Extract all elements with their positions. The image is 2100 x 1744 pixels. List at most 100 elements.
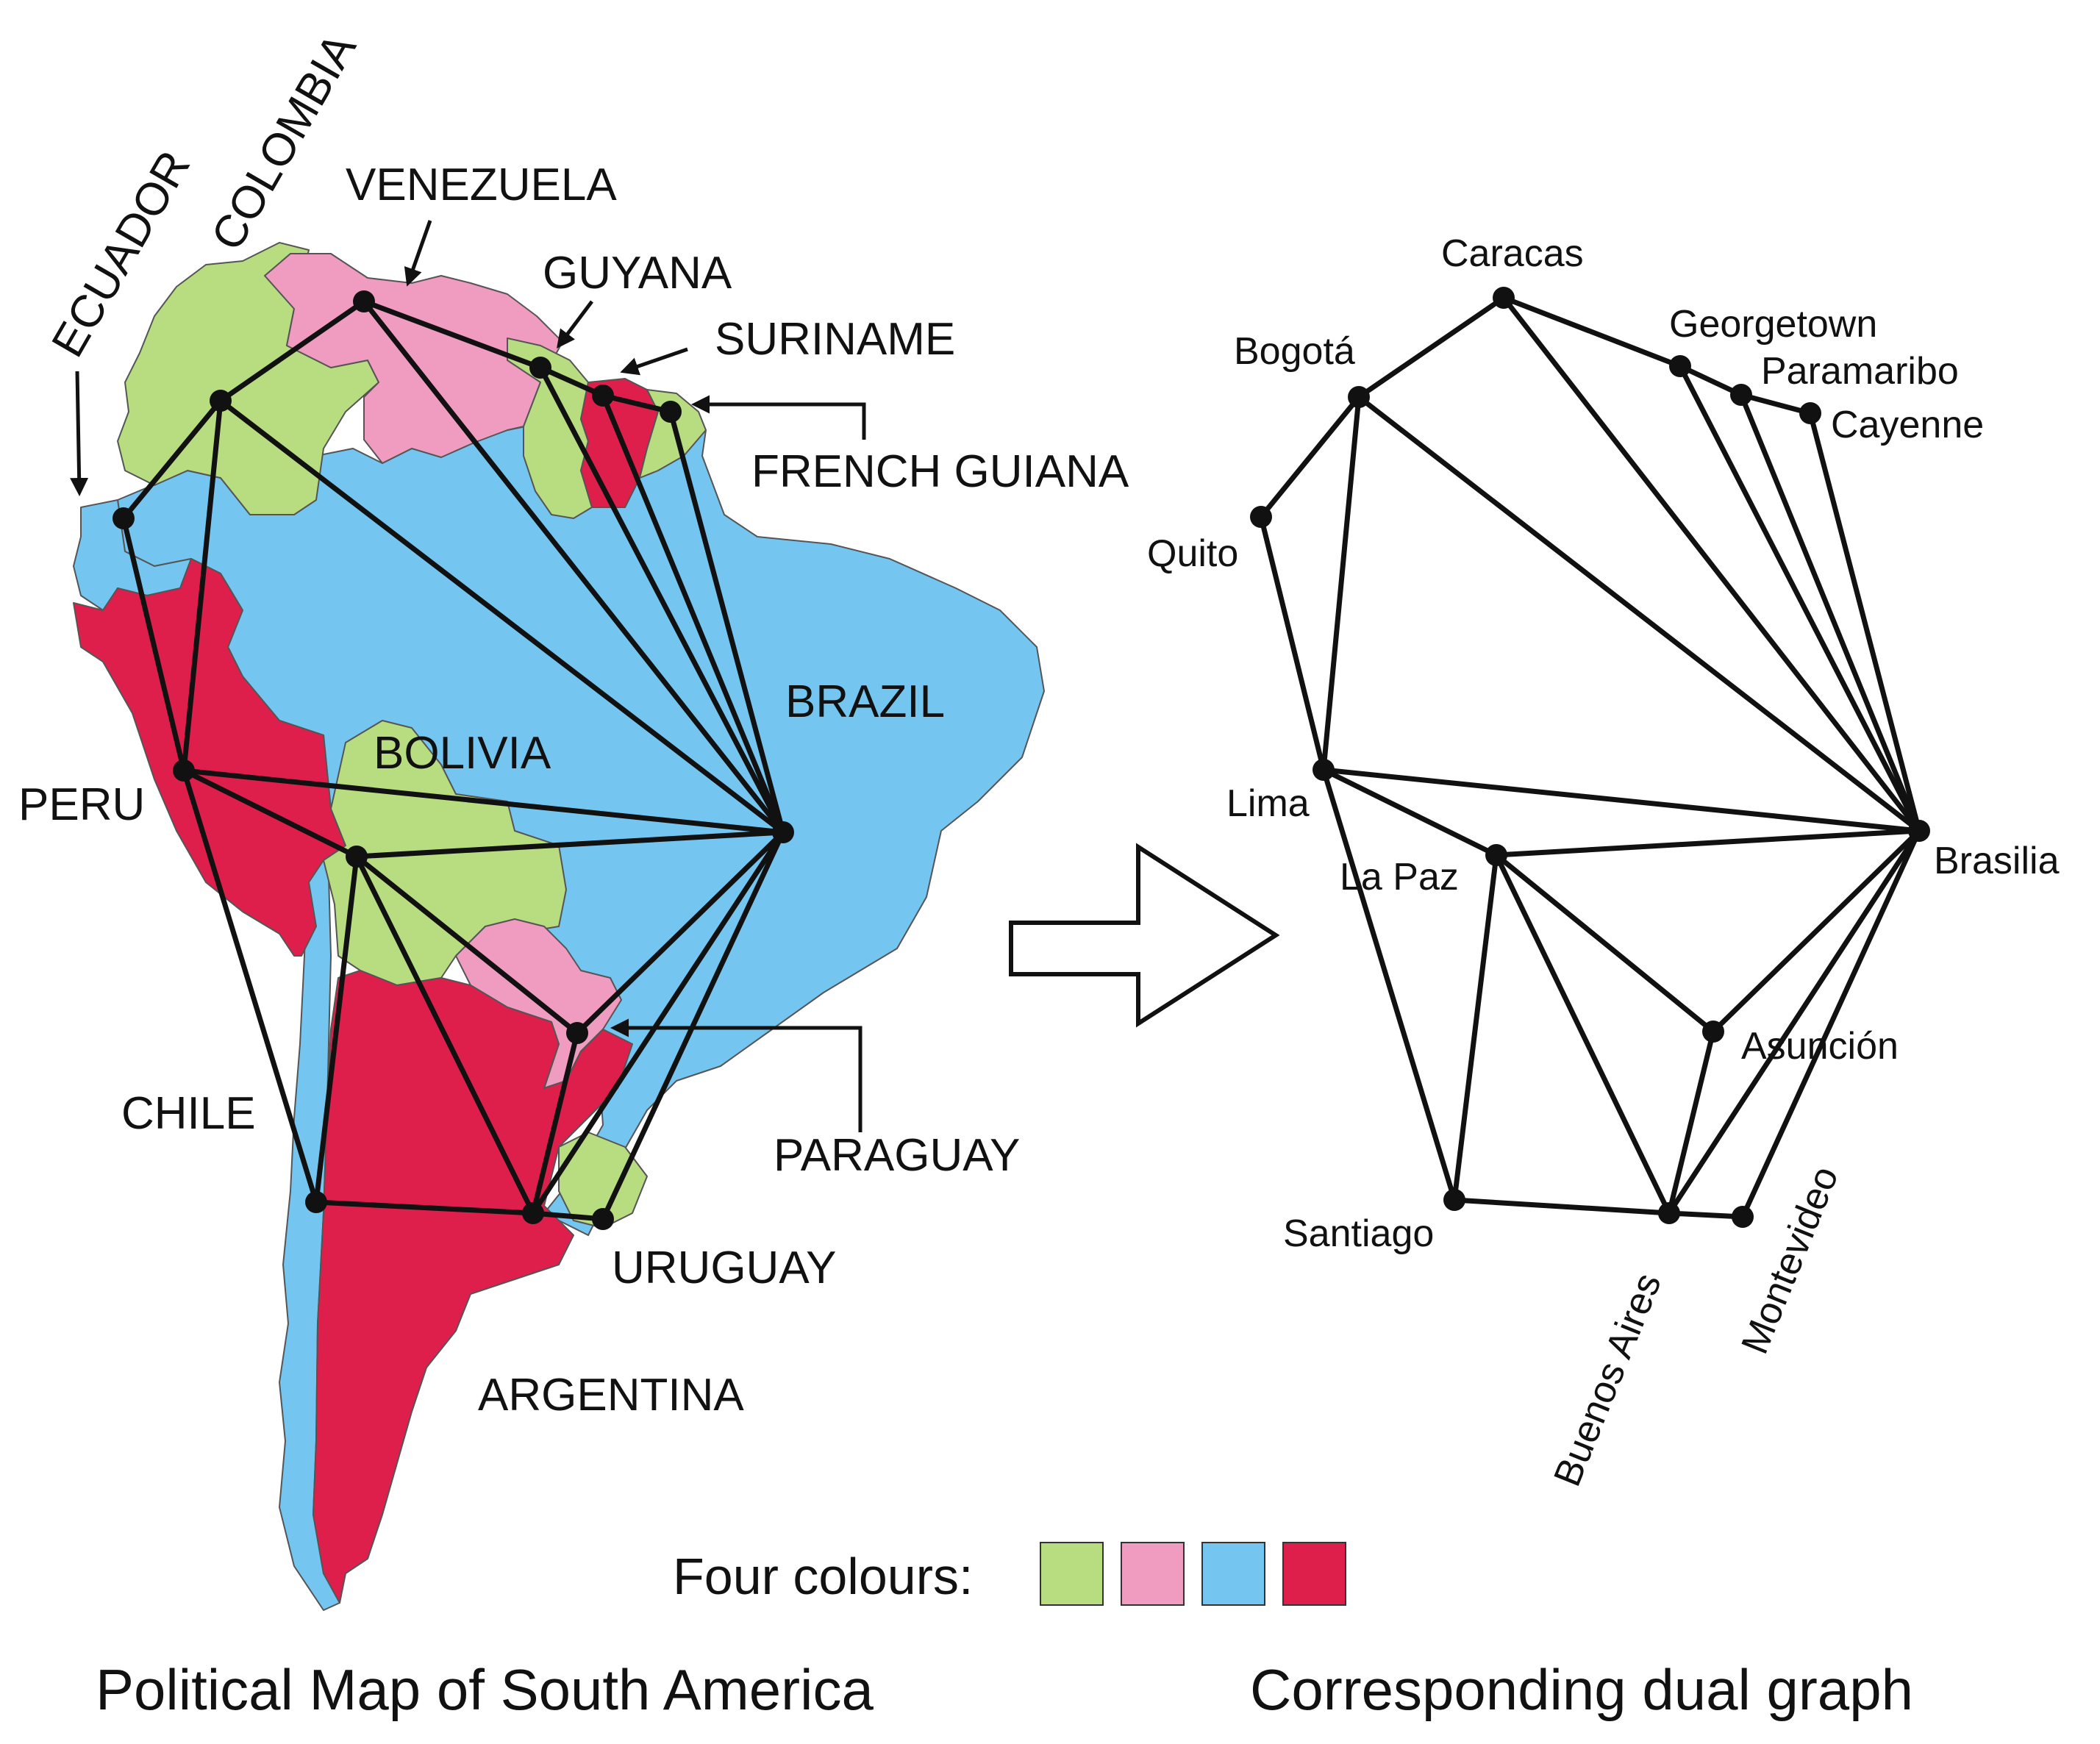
- dual-graph-edge-georgetown-paramaribo: [1677, 363, 1744, 398]
- map-edge-brazil-uruguay: [600, 829, 786, 1222]
- map-edge-guyana-brazil: [538, 365, 786, 835]
- dual-graph-edge-brasilia-montevideo: [1740, 828, 1922, 1220]
- dual-graph-edge-bogota-quito: [1258, 394, 1362, 520]
- dual-graph-edge-paramaribo-cayenne: [1738, 392, 1813, 416]
- dual-graph-node-buenosaires: [1658, 1202, 1680, 1224]
- map-edge-bolivia-paraguay: [354, 854, 580, 1036]
- country-french-guiana: [639, 389, 707, 479]
- map-node-chile: [305, 1191, 327, 1213]
- dual-graph-node-brasilia: [1908, 820, 1930, 842]
- label-chile: CHILE: [121, 1088, 256, 1139]
- city-label-montevideo: Montevideo: [1733, 1161, 1846, 1360]
- map-edge-peru-brazil: [181, 768, 786, 835]
- city-label-cayenne: Cayenne: [1831, 404, 1984, 446]
- label-colombia: COLOMBIA: [201, 25, 366, 259]
- dual-graph-edge-brasilia-buenosaires: [1666, 828, 1922, 1216]
- city-label-caracas: Caracas: [1441, 232, 1584, 275]
- dual-graph-node-cayenne: [1799, 402, 1821, 424]
- country-uruguay: [558, 1132, 648, 1229]
- map-node-uruguay: [592, 1208, 614, 1230]
- map-adjacency-edges: [121, 299, 786, 1222]
- map-node-colombia: [210, 390, 232, 412]
- city-label-bogota: Bogotá: [1234, 330, 1355, 373]
- map-node-brazil: [772, 821, 794, 843]
- dual-graph-edge-caracas-georgetown: [1501, 295, 1683, 369]
- dual-graph-edge-bogota-lima: [1321, 394, 1362, 773]
- legend-swatch-pink: [1121, 1542, 1185, 1606]
- dual-graph-node-georgetown: [1669, 355, 1691, 377]
- map-node-peru: [173, 760, 195, 782]
- map-edge-peru-chile: [181, 768, 319, 1205]
- legend-swatch-blue: [1201, 1542, 1265, 1606]
- dual-graph-edges: [1258, 295, 1922, 1220]
- legend-label: Four colours:: [673, 1548, 973, 1605]
- dual-graph-node-bogota: [1348, 386, 1370, 408]
- dual-graph-node-quito: [1250, 506, 1272, 528]
- dual-graph-edge-cayenne-brasilia: [1807, 410, 1922, 834]
- dual-graph-node-paramaribo: [1730, 384, 1752, 406]
- country-argentina: [312, 970, 633, 1604]
- city-label-asuncion: Asunción: [1741, 1025, 1899, 1068]
- map-edge-colombia-venezuela: [218, 299, 367, 404]
- dual-graph-node-caracas: [1493, 287, 1515, 309]
- city-label-lima: Lima: [1226, 782, 1310, 825]
- label-brazil: BRAZIL: [785, 676, 945, 727]
- label-suriname: SURINAME: [715, 314, 955, 365]
- ecuador-pointer: [70, 371, 89, 496]
- city-label-santiago: Santiago: [1283, 1212, 1434, 1255]
- map-capital-nodes: [113, 290, 794, 1230]
- dual-graph-edge-lima-lapaz: [1321, 767, 1499, 858]
- transform-arrow: [1009, 843, 1280, 1028]
- map-edge-bolivia-chile: [313, 854, 360, 1205]
- guyana-pointer: [557, 300, 593, 349]
- label-guyana: GUYANA: [543, 248, 732, 299]
- dual-graph-node-lima: [1312, 759, 1335, 781]
- legend-swatch-green: [1040, 1542, 1104, 1606]
- map-label-pointers: [70, 220, 866, 1132]
- map-node-suriname: [592, 385, 614, 407]
- dual-graph-edge-lapaz-brasilia: [1493, 828, 1922, 858]
- label-french-guiana: FRENCH GUIANA: [751, 446, 1129, 497]
- map-edge-argentina-uruguay: [530, 1210, 606, 1222]
- dual-graph-edge-asuncion-buenosaires: [1666, 1029, 1716, 1216]
- label-bolivia: BOLIVIA: [374, 728, 551, 779]
- dual-graph-edge-buenosaires-montevideo: [1666, 1210, 1746, 1220]
- city-label-lapaz: La Paz: [1340, 856, 1459, 898]
- label-uruguay: URUGUAY: [612, 1243, 836, 1293]
- dual-graph-edge-lapaz-santiago: [1451, 852, 1499, 1203]
- map-node-bolivia: [346, 846, 368, 868]
- country-suriname: [580, 378, 659, 508]
- map-edge-french-guiana-brazil: [668, 409, 786, 835]
- map-edge-colombia-ecuador: [121, 398, 224, 521]
- graph-caption: Corresponding dual graph: [1250, 1657, 1913, 1722]
- suriname-pointer: [620, 347, 688, 376]
- city-label-paramaribo: Paramaribo: [1761, 350, 1959, 393]
- dual-graph-edge-brasilia-asuncion: [1710, 828, 1922, 1034]
- map-node-paraguay: [566, 1022, 588, 1044]
- label-venezuela: VENEZUELA: [346, 160, 617, 210]
- label-peru: PERU: [18, 779, 145, 830]
- map-edge-suriname-french-guiana: [600, 393, 674, 415]
- map-edge-venezuela-brazil: [361, 299, 786, 835]
- colour-legend: Four colours:: [673, 1542, 1346, 1606]
- dual-graph-edge-bogota-caracas: [1356, 295, 1507, 400]
- label-paraguay: PARAGUAY: [774, 1130, 1020, 1181]
- map-edge-brazil-paraguay: [574, 829, 786, 1036]
- dual-graph-nodes: [1250, 287, 1930, 1228]
- map-edge-peru-bolivia: [181, 768, 360, 860]
- legend-swatch-red: [1282, 1542, 1346, 1606]
- map-node-guyana: [529, 357, 551, 379]
- map-edge-paraguay-argentina: [530, 1030, 580, 1216]
- dual-graph-edge-caracas-brasilia: [1501, 295, 1922, 834]
- dual-graph-edge-lima-santiago: [1321, 767, 1457, 1203]
- map-edge-chile-argentina: [313, 1199, 536, 1216]
- dual-graph-edge-paramaribo-brasilia: [1738, 392, 1922, 834]
- dual-graph-edge-bogota-brasilia: [1356, 394, 1922, 834]
- dual-graph-node-santiago: [1443, 1189, 1465, 1211]
- map-node-ecuador: [113, 507, 135, 529]
- map-node-argentina: [522, 1202, 544, 1224]
- dual-graph-edge-lapaz-buenosaires: [1493, 852, 1672, 1216]
- dual-graph-edge-lima-brasilia: [1321, 767, 1922, 834]
- map-caption: Political Map of South America: [96, 1657, 874, 1722]
